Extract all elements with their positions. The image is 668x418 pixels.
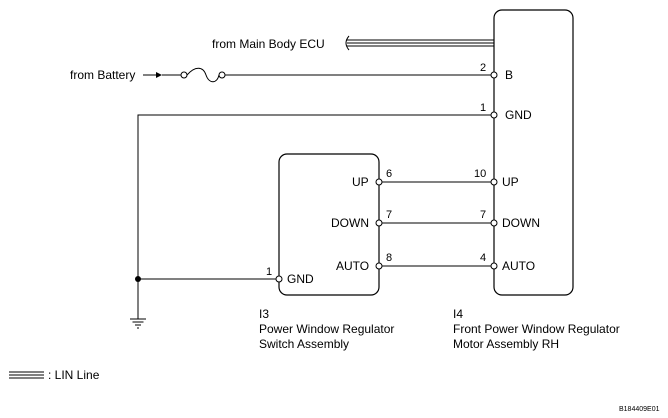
battery-arrow-icon	[143, 72, 162, 78]
switch-pin-number-up: 6	[386, 168, 392, 180]
motor-assembly-box	[493, 9, 574, 296]
motor-pin-label-down: DOWN	[502, 216, 540, 230]
motor-terminal-b	[490, 71, 498, 79]
switch-name-line1: Power Window Regulator	[259, 322, 394, 336]
switch-pin-number-down: 7	[386, 209, 392, 221]
splice-point	[135, 276, 141, 282]
motor-pin-number-down: 7	[480, 209, 486, 221]
motor-terminal-gnd	[490, 111, 498, 119]
lin-line-legend-label: : LIN Line	[48, 368, 100, 382]
motor-name-line1: Front Power Window Regulator	[453, 322, 620, 336]
gnd-wire	[137, 114, 492, 319]
motor-name-line2: Motor Assembly RH	[453, 337, 559, 351]
switch-terminal-down	[375, 219, 383, 227]
switch-terminal-up	[375, 178, 383, 186]
switch-terminal-gnd	[275, 275, 283, 283]
switch-pin-label-auto: AUTO	[336, 259, 369, 273]
motor-pin-label-b: B	[505, 68, 513, 82]
motor-connector-code: I4	[453, 307, 463, 321]
switch-pin-label-gnd: GND	[287, 272, 314, 286]
motor-terminal-up	[490, 178, 498, 186]
motor-pin-number-auto: 4	[480, 252, 486, 264]
motor-pin-number-b: 2	[480, 62, 486, 74]
lin-line-bus	[345, 35, 494, 51]
switch-connector-code: I3	[259, 307, 269, 321]
switch-pin-label-down: DOWN	[331, 216, 369, 230]
switch-pin-number-auto: 8	[386, 252, 392, 264]
figure-code: B184409E01	[619, 406, 660, 413]
motor-terminal-auto	[490, 262, 498, 270]
from-main-body-ecu-label: from Main Body ECU	[212, 37, 325, 51]
from-battery-label: from Battery	[70, 68, 135, 82]
motor-pin-label-up: UP	[502, 175, 519, 189]
fuse-icon	[180, 67, 226, 83]
motor-pin-label-gnd: GND	[505, 108, 532, 122]
switch-terminal-auto	[375, 262, 383, 270]
motor-pin-number-gnd: 1	[480, 102, 486, 114]
motor-terminal-down	[490, 219, 498, 227]
ground-icon	[130, 318, 146, 329]
motor-pin-number-up: 10	[474, 168, 486, 180]
switch-pin-label-up: UP	[352, 175, 369, 189]
switch-name-line2: Switch Assembly	[259, 337, 349, 351]
switch-pin-number-gnd: 1	[266, 266, 272, 278]
lin-line-legend-icon	[9, 371, 44, 379]
motor-pin-label-auto: AUTO	[502, 259, 535, 273]
